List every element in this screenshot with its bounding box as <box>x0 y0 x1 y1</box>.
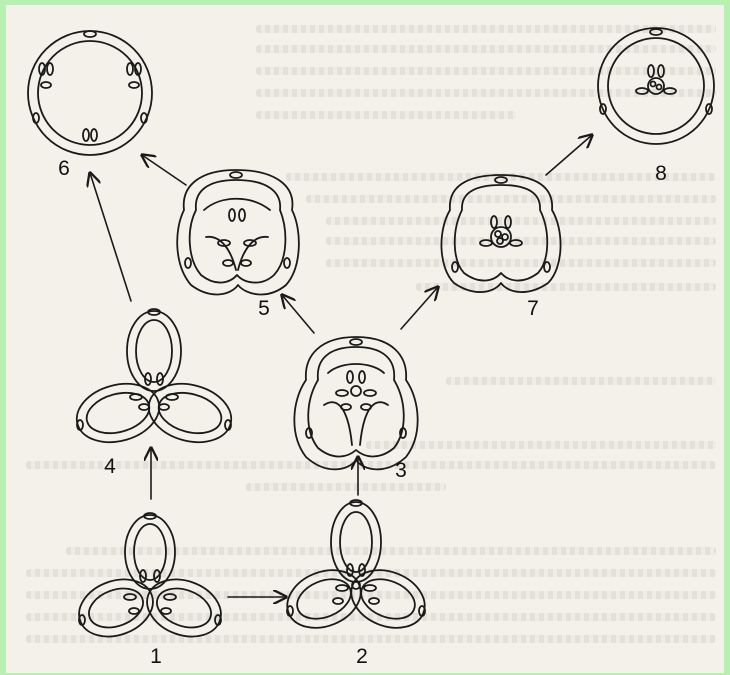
label-stage-8: 8 <box>655 162 667 185</box>
label-stage-4: 4 <box>104 455 116 478</box>
label-stage-6: 6 <box>58 157 70 180</box>
arrow-7-to-8 <box>546 135 592 175</box>
arrow-3-to-7 <box>401 287 438 329</box>
label-stage-5: 5 <box>258 297 270 320</box>
stage-6-figure <box>28 31 152 155</box>
arrow-5-to-6 <box>142 155 186 185</box>
arrow-4-to-6 <box>90 173 131 301</box>
label-stage-1: 1 <box>150 645 162 668</box>
ovary-development-diagram: 1 2 3 4 5 6 7 8 <box>6 5 724 673</box>
label-stage-7: 7 <box>527 297 539 320</box>
label-stage-2: 2 <box>356 645 368 668</box>
stage-5-figure <box>177 170 299 294</box>
label-stage-3: 3 <box>395 459 407 482</box>
stage-7-figure <box>441 175 560 292</box>
stage-4-figure <box>70 309 238 451</box>
stage-1-figure <box>71 513 229 646</box>
stage-2-figure <box>279 500 434 638</box>
stage-3-figure <box>294 337 417 469</box>
arrow-3-to-5 <box>282 295 314 333</box>
stage-8-figure <box>598 28 714 144</box>
scanned-page: 1 2 3 4 5 6 7 8 <box>6 5 724 673</box>
